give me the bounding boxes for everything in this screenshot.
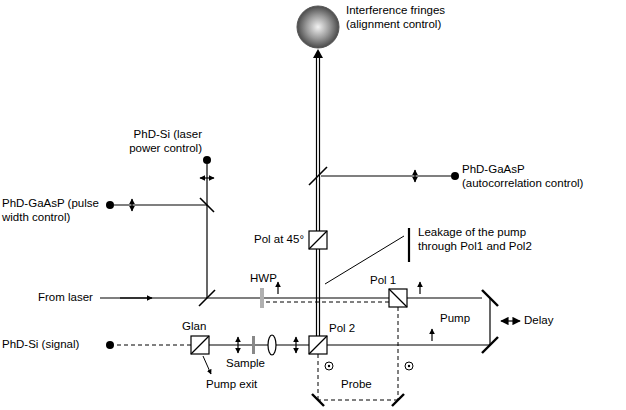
mirror [312,394,324,406]
polarizer-diagonal [389,289,407,307]
beam [209,344,309,345]
half-wave-plate [260,288,264,308]
photodiode [106,341,114,349]
label: Sample [226,357,286,371]
polarizer-cube [309,336,327,354]
mirror [392,394,404,406]
beam-stop [408,228,410,262]
polarizer-diagonal [309,336,327,354]
label: Pol 1 [370,274,410,288]
label: PhD-GaAsP (pulse width control) [2,197,106,225]
glan-prism [191,336,209,354]
label: Leakage of the pump through Pol1 and Pol… [418,226,568,254]
probe-beam [398,307,399,400]
beam [489,298,490,345]
probe-beam [318,354,319,400]
label: Glan [182,320,222,334]
arrowhead [313,49,323,58]
beam [321,175,451,176]
label: HWP [250,272,290,286]
beam [327,344,490,345]
polarization-dot [405,362,413,370]
delay-arrow [501,320,520,321]
label: Pol at 45° [224,233,304,247]
polarization-arrow [419,282,420,294]
polarization-arrow [277,282,278,294]
polarization-dot [408,365,410,367]
polarization-arrow [131,199,132,211]
polarization-dot [328,365,330,367]
polarization-arrow [295,337,296,353]
probe-beam [318,400,398,401]
label: Pump [440,312,490,326]
label: Pol 2 [329,322,369,336]
polarization-arrow [200,177,214,178]
polarizer-diagonal [309,231,327,249]
polarization-arrow [414,170,415,182]
label: Pump exit [206,378,286,392]
polarization-dot [325,362,333,370]
label: PhD-GaAsP (autocorrelation control) [462,163,604,191]
label: PhD-Si (signal) [2,338,102,352]
polarization-arrow [431,329,432,341]
beam-arrow [120,297,152,298]
beam [316,56,317,336]
photodiode [106,201,114,209]
label: Probe [341,378,391,392]
polarizer-cube [389,289,407,307]
label: Delay [524,314,574,328]
label: PhD-Si (laser power control) [112,128,202,156]
beam [114,204,207,205]
lens [268,335,276,355]
photodiode [203,156,211,164]
beam [319,56,320,336]
photodiode [451,172,459,180]
pump-exit-arrow [203,356,211,374]
glan-diagonal [191,336,209,354]
beam [206,164,207,298]
polarizer-cube [309,231,327,249]
sample [252,336,255,354]
label: Interference fringes (alignment control) [346,4,468,32]
polarization-arrow [237,337,238,353]
beam [100,297,482,298]
signal-beam [114,345,191,346]
fringe-screen [297,6,339,48]
probe-beam [266,302,389,303]
label: From laser [38,291,98,305]
